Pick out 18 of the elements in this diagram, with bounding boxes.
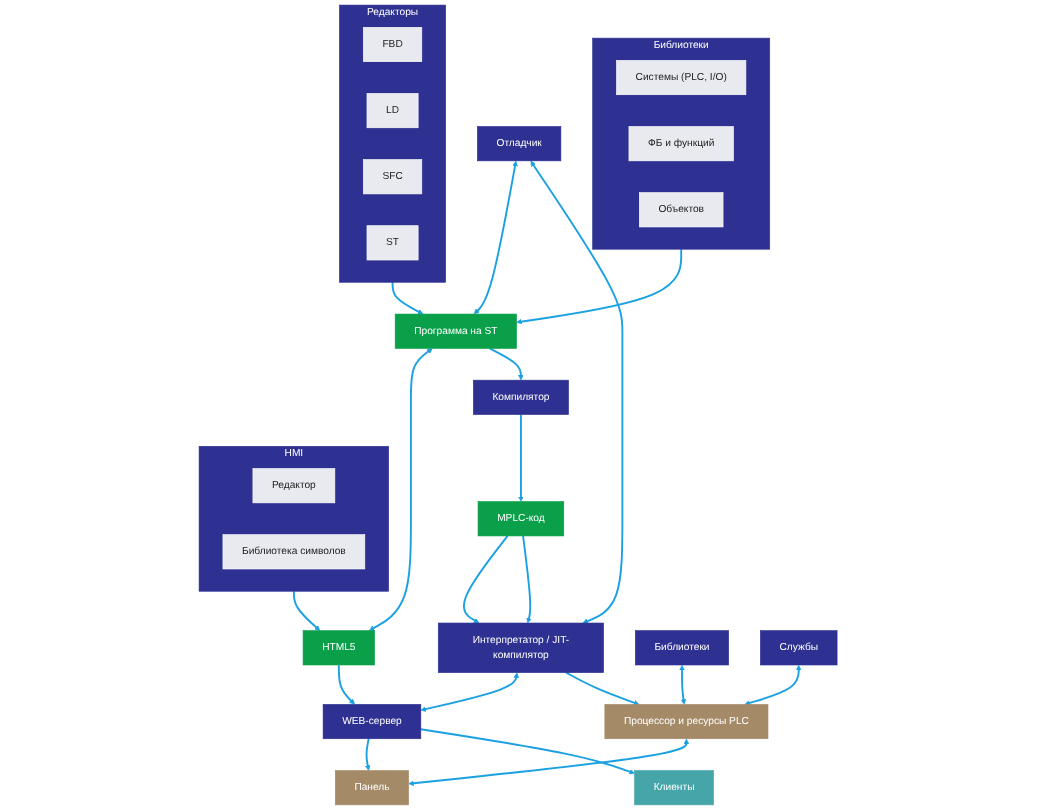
arrow [745,665,803,706]
arrow [338,664,356,705]
arrow [531,160,625,624]
arrow [680,665,688,705]
arrow [369,348,434,631]
arrow [566,671,641,706]
arrow [420,728,636,775]
arrow [392,281,425,315]
arrow [519,413,525,502]
arrow [421,672,520,712]
arrow [463,535,510,624]
arrow [293,590,321,631]
arrow [365,737,372,771]
arrow [517,248,684,325]
arrow [474,160,519,315]
arrow [409,738,691,787]
arrow [523,535,533,624]
arrow [489,347,525,381]
